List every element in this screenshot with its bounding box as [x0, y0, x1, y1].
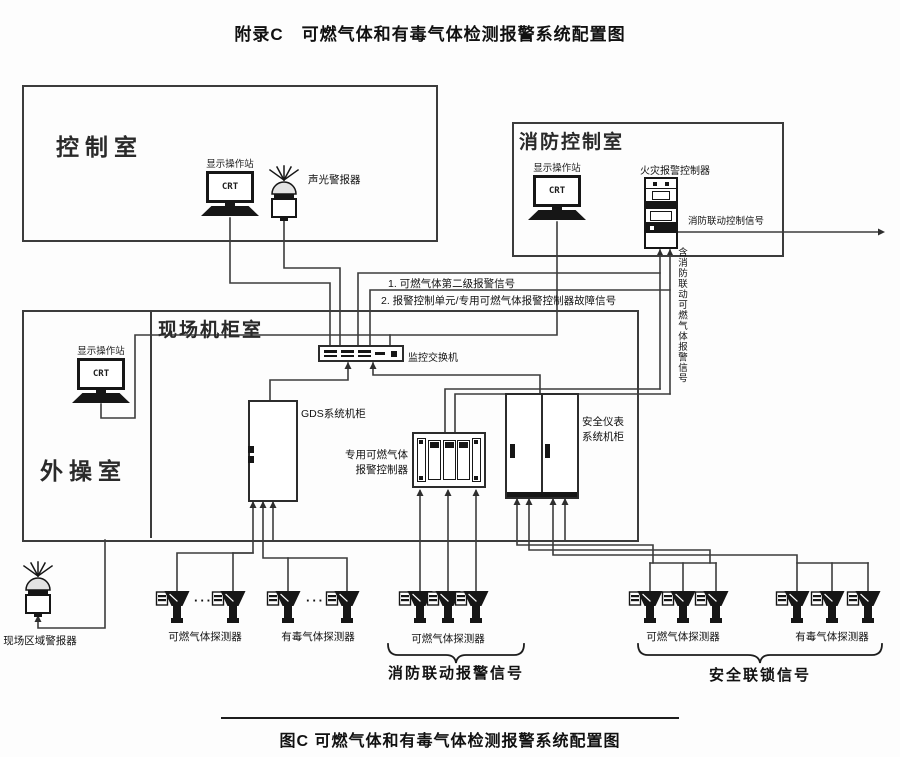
signal-note-1: 1. 可燃气体第二级报警信号: [388, 278, 516, 290]
crt-monitor-icon: CRT: [77, 358, 125, 390]
crt-base: [72, 393, 130, 403]
detector-icons: [155, 590, 882, 624]
ellipsis: ···: [194, 593, 213, 608]
gds-cabinet-icon: [248, 400, 298, 502]
detector-group3-label: 可燃气体探测器: [411, 633, 485, 645]
signal-note-2: 2. 报警控制单元/专用可燃气体报警控制器故障信号: [381, 295, 617, 307]
outside-operator-room-label: 外操室: [40, 458, 127, 484]
crt-monitor-icon: CRT: [206, 171, 254, 203]
sis-cabinet-label: 安全仪表 系统机柜: [582, 416, 624, 443]
brace-fire-linkage: [387, 643, 525, 664]
fire-linkage-alarm-signal-label: 消防联动报警信号: [387, 665, 524, 682]
crt-neck: [225, 203, 235, 206]
crt-neck: [552, 207, 562, 210]
detector-group4-label: 可燃气体探测器: [646, 631, 720, 643]
sis-cabinet-icon: [505, 393, 579, 499]
field-area-alarm-label: 现场区域警报器: [3, 635, 77, 647]
detector-group2-label: 有毒气体探测器: [281, 631, 355, 643]
safety-interlock-signal-label: 安全联锁信号: [708, 667, 811, 684]
fire-control-room-label: 消防控制室: [519, 132, 625, 153]
operator-station-outside-room: 显示操作站 CRT: [66, 343, 136, 403]
arrowheads: [34, 228, 885, 622]
crt-neck: [96, 390, 106, 393]
vertical-signal-note: 含消防联动可燃气体报警信号: [676, 247, 687, 384]
page-title: 附录C 可燃气体和有毒气体检测报警系统配置图: [234, 25, 626, 44]
operator-station-label: 显示操作站: [206, 159, 254, 170]
control-room-label: 控制室: [56, 134, 143, 160]
control-room-box: [22, 85, 438, 242]
operator-station-label: 显示操作站: [533, 163, 581, 174]
gds-cabinet-label: GDS系统机柜: [301, 408, 366, 420]
fire-control-room-box: [512, 122, 784, 257]
field-rooms-box: [22, 310, 639, 542]
fire-alarm-controller-icon: [644, 177, 678, 249]
ellipsis: ···: [306, 593, 325, 608]
operator-station-control-room: 显示操作站 CRT: [195, 156, 265, 216]
room-divider: [150, 310, 152, 538]
crt-base: [201, 206, 259, 216]
fire-linkage-control-signal-label: 消防联动控制信号: [688, 216, 765, 227]
brace-safety-interlock: [637, 643, 883, 664]
dedicated-gas-alarm-controller-icon: [412, 432, 486, 488]
crt-base: [528, 210, 586, 220]
fire-alarm-controller-label: 火灾报警控制器: [640, 166, 710, 177]
dedicated-controller-label: 专用可燃气体 报警控制器: [345, 449, 408, 476]
detector-group5-label: 有毒气体探测器: [795, 631, 869, 643]
field-area-alarm-icon: [23, 561, 53, 618]
field-cabinet-room-label: 现场机柜室: [158, 320, 264, 341]
monitoring-switch-icon: [318, 345, 404, 362]
operator-station-label: 显示操作站: [77, 346, 125, 357]
monitoring-switch-label: 监控交换机: [408, 353, 458, 364]
operator-station-fire-room: 显示操作站 CRT: [522, 160, 592, 220]
detector-group1-label: 可燃气体探测器: [168, 631, 242, 643]
audible-visual-alarm-label: 声光警报器: [308, 174, 361, 186]
crt-monitor-icon: CRT: [533, 175, 581, 207]
figure-caption: 图C 可燃气体和有毒气体检测报警系统配置图: [279, 733, 621, 750]
